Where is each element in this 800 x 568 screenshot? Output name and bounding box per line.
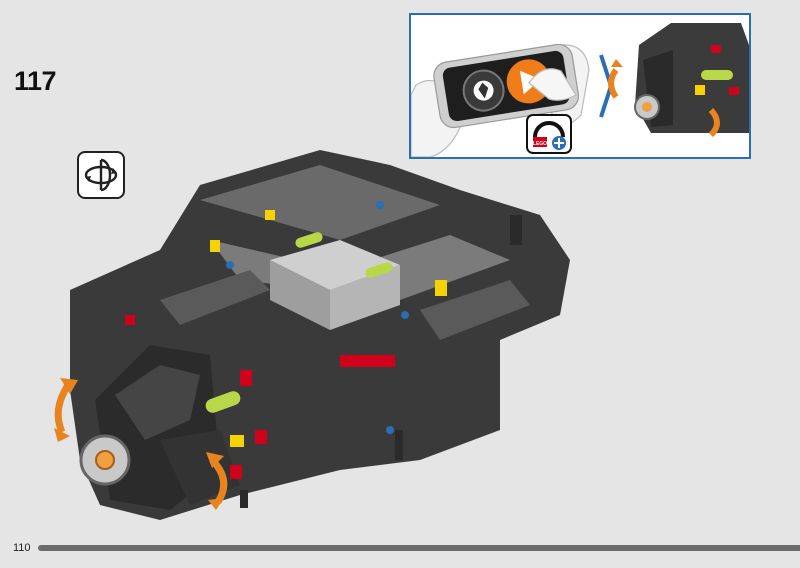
step-number: 117 <box>14 66 57 96</box>
rotation-arrow-icon <box>206 452 228 510</box>
rotation-arrow-icon <box>54 378 78 442</box>
footer-progress-bar <box>38 545 800 551</box>
page-number: 110 <box>13 542 31 554</box>
app-logo-text: LEGO <box>533 141 547 147</box>
rotate-view-icon <box>77 151 125 199</box>
model-illustration <box>54 150 570 520</box>
speedometer-plus-icon: LEGO <box>526 114 572 154</box>
callout-illustration: LEGO <box>411 23 749 157</box>
callout-box: LEGO <box>409 13 751 159</box>
